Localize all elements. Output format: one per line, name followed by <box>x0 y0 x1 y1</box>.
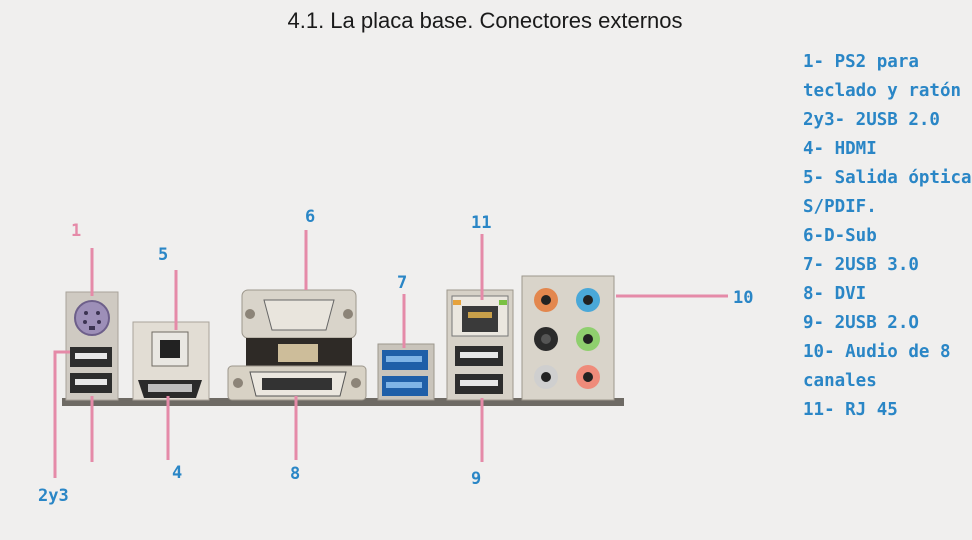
callout-6: 6 <box>305 207 315 227</box>
vga-dvi-block <box>227 289 367 401</box>
usb3-stack <box>377 343 435 401</box>
backplate-edge <box>62 398 624 406</box>
legend-line: 2y3- 2USB 2.0 <box>803 110 940 130</box>
legend-line: 6-D-Sub <box>803 226 877 246</box>
rj45-usb-stack <box>446 289 514 401</box>
legend-line: 9- 2USB 2.O <box>803 313 919 333</box>
callout-2y3: 2y3 <box>38 486 69 506</box>
legend-line: 4- HDMI <box>803 139 877 159</box>
motherboard-rear-panel-figure: 1 2y3 4 5 6 7 8 9 10 11 <box>0 40 960 540</box>
legend-line: 10- Audio de 8 <box>803 342 951 362</box>
rear-panel-illustration: 1 2y3 4 5 6 7 8 9 10 11 <box>38 207 753 506</box>
legend-line: teclado y ratón <box>803 81 962 101</box>
rj45-port-icon <box>462 306 498 332</box>
vga-dsub-icon <box>263 299 335 331</box>
legend-line: S/PDIF. <box>803 197 877 217</box>
callout-9: 9 <box>471 469 481 489</box>
callout-7: 7 <box>397 273 407 293</box>
legend-line: 7- 2USB 3.0 <box>803 255 919 275</box>
callout-8: 8 <box>290 464 300 484</box>
ps2-usb-stack <box>65 291 119 401</box>
legend-line: 11- RJ 45 <box>803 400 898 420</box>
callout-11: 11 <box>471 213 491 233</box>
audio-jacks-block <box>521 275 615 401</box>
legend-line: 1- PS2 para <box>803 52 919 72</box>
callout-5: 5 <box>158 245 168 265</box>
connector-legend: 1- PS2 para teclado y ratón 2y3- 2USB 2.… <box>803 48 972 425</box>
ps2-port-icon <box>74 300 110 336</box>
callout-4: 4 <box>172 463 182 483</box>
slide-title: 4.1. La placa base. Conectores externos <box>287 8 683 33</box>
callout-1: 1 <box>71 221 81 241</box>
legend-line: canales <box>803 371 877 391</box>
legend-line: 5- Salida óptica <box>803 168 972 188</box>
leader-lines <box>53 230 728 478</box>
legend-line: 8- DVI <box>803 284 867 304</box>
callout-10: 10 <box>733 288 753 308</box>
optical-hdmi-block <box>132 321 210 401</box>
